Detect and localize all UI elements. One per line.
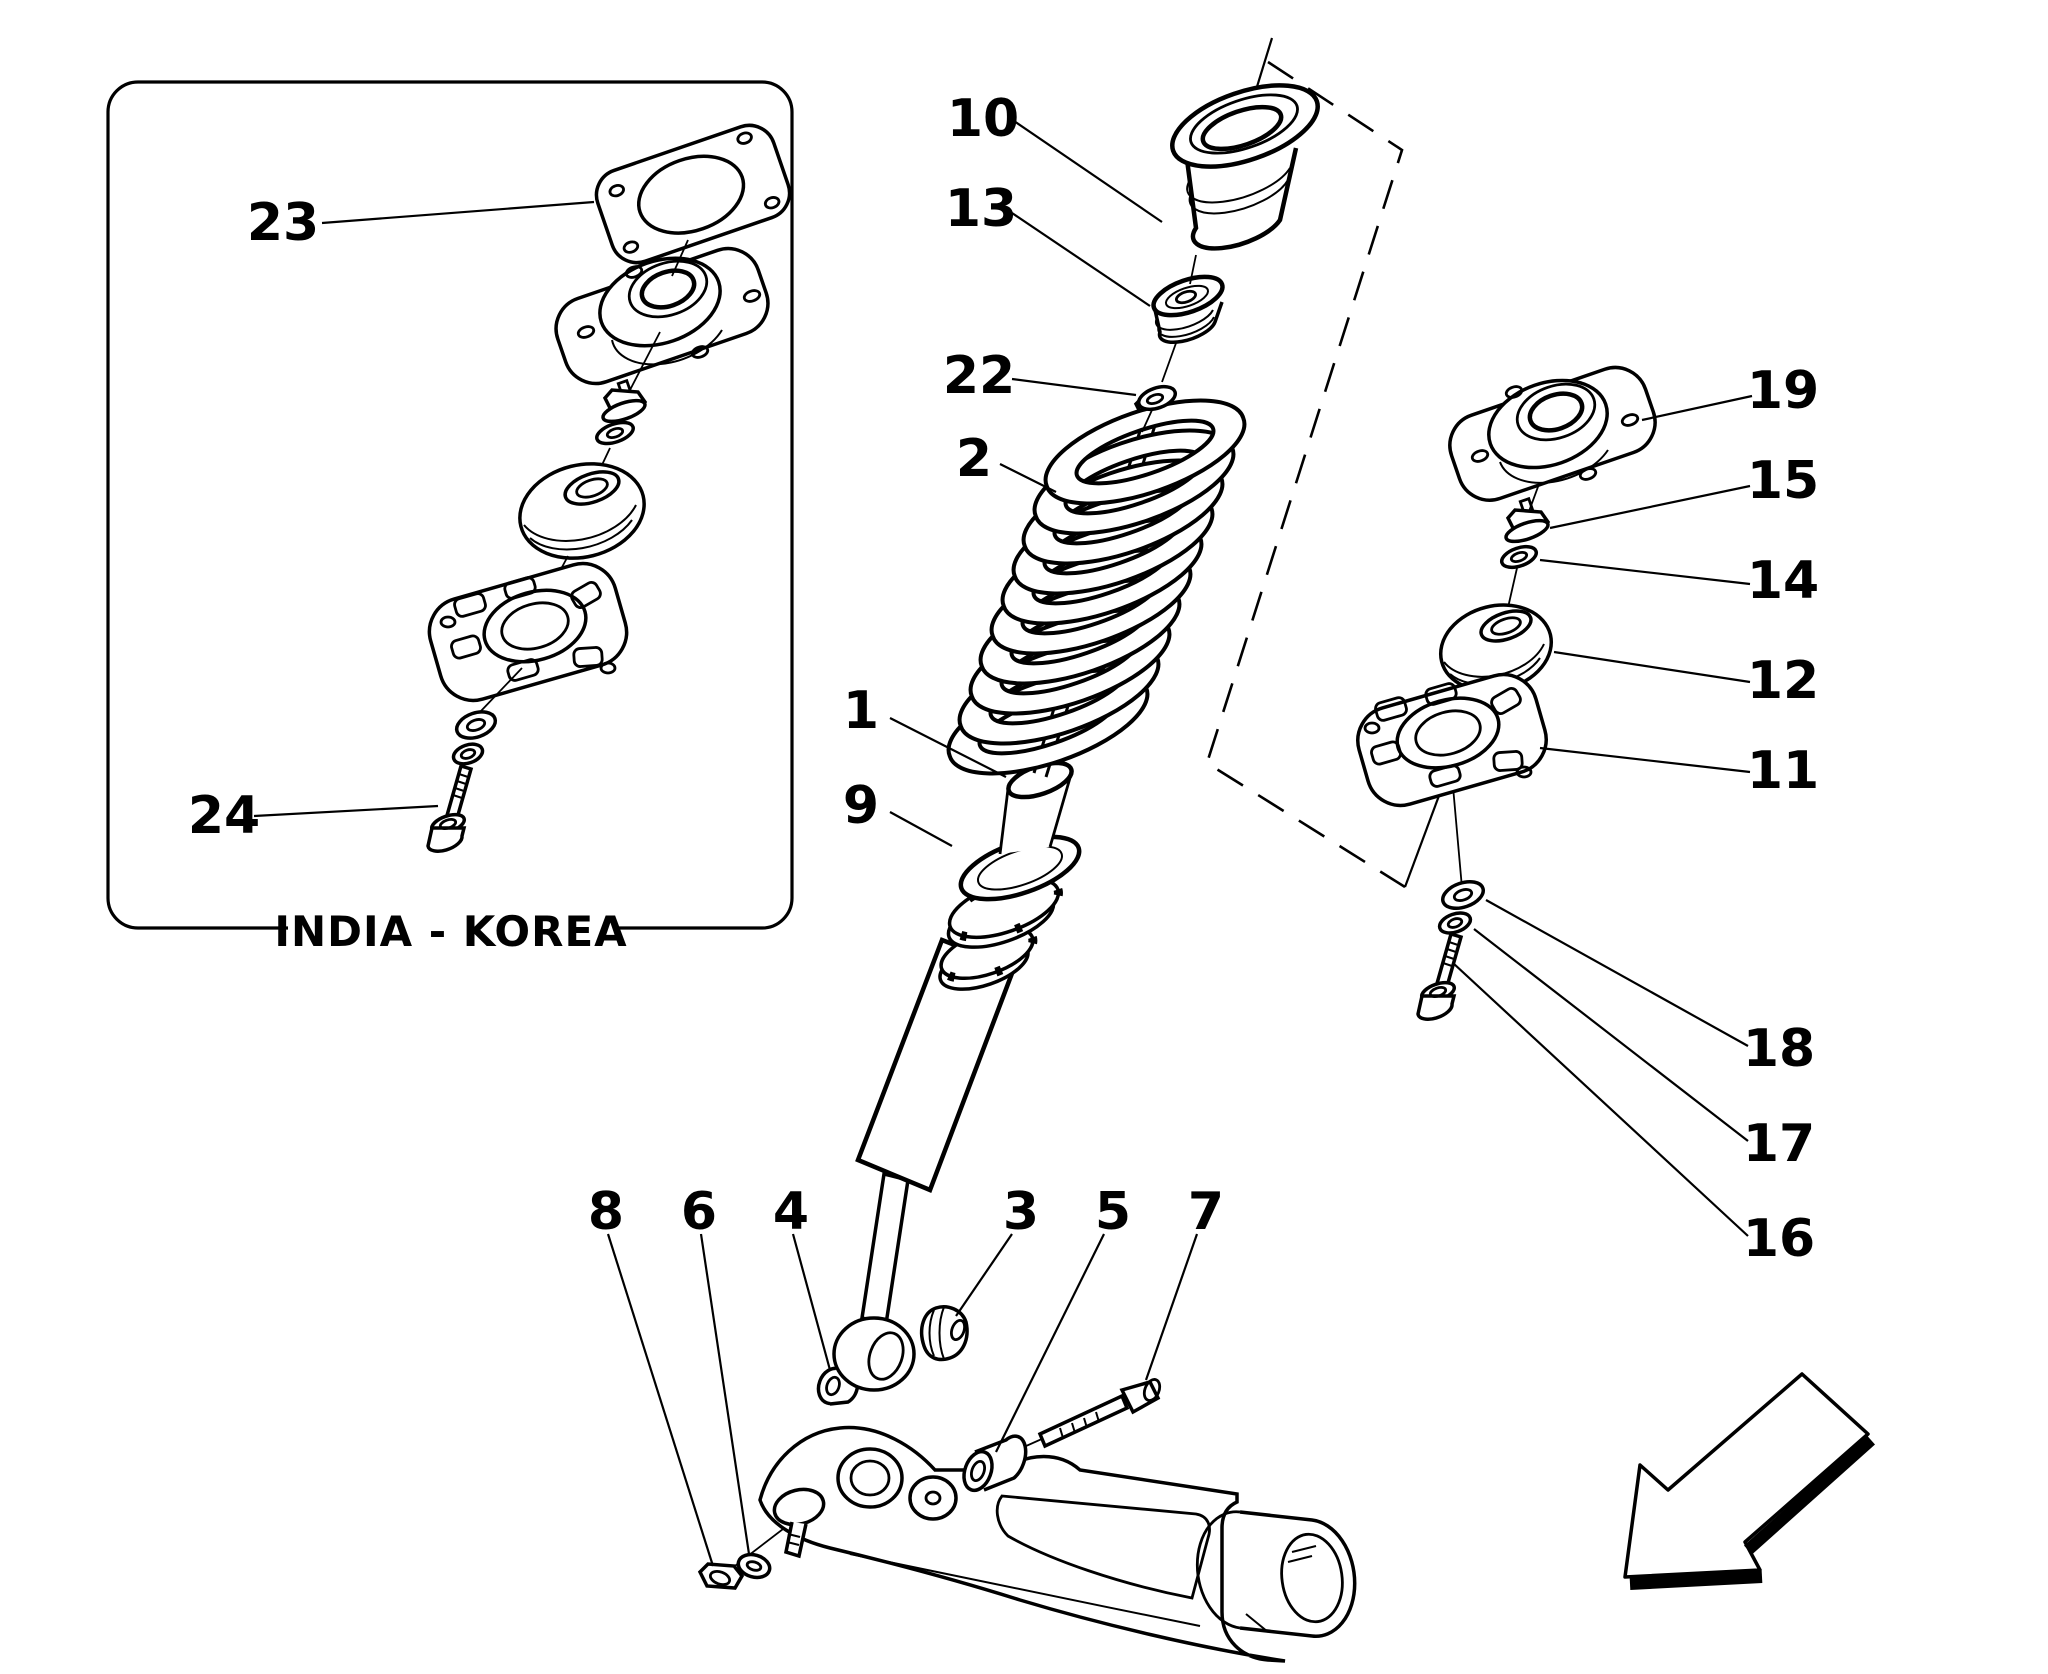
control-arm-group xyxy=(713,1404,1357,1663)
axis-line xyxy=(629,331,661,391)
part-flange-plate-11 xyxy=(1356,672,1548,808)
callout-18: 18 xyxy=(1743,1019,1815,1079)
control-arm-sleeve xyxy=(1195,1510,1357,1638)
part-nut-15 xyxy=(1504,496,1551,544)
control-arm-inner-contour xyxy=(849,1553,1201,1627)
shock-lower-rod xyxy=(860,1171,910,1327)
part-dome-bushing-inset xyxy=(518,462,646,560)
inset-region-label: INDIA - KOREA xyxy=(274,907,627,956)
leader-line-19 xyxy=(1641,394,1753,422)
part-nut-8 xyxy=(697,1562,745,1590)
callout-7: 7 xyxy=(1188,1182,1224,1242)
callout-10: 10 xyxy=(947,89,1019,149)
callout-2: 2 xyxy=(956,429,992,489)
callout-24: 24 xyxy=(188,786,260,846)
callout-17: 17 xyxy=(1743,1114,1815,1174)
callout-3: 3 xyxy=(1003,1182,1039,1242)
callout-22: 22 xyxy=(943,346,1015,406)
callout-19: 19 xyxy=(1747,361,1819,421)
axis-line xyxy=(671,239,689,277)
inset-border-gap xyxy=(288,906,618,954)
boundary-connector-line xyxy=(1403,792,1442,888)
leader-line-23 xyxy=(321,200,595,225)
leader-line-13 xyxy=(1011,212,1151,307)
leader-line-24 xyxy=(253,804,439,818)
leader-line-16 xyxy=(1452,962,1749,1237)
part-nut-inset xyxy=(601,378,648,424)
part-washer-inset-24a xyxy=(454,710,498,740)
part-bushing-5 xyxy=(962,1434,1028,1493)
callout-15: 15 xyxy=(1747,451,1819,511)
callout-9: 9 xyxy=(843,776,879,836)
part-washer-22 xyxy=(1136,384,1178,433)
part-bolt-16 xyxy=(1416,931,1464,1021)
leader-line-10 xyxy=(1013,120,1163,223)
leader-line-8 xyxy=(606,1233,715,1567)
callout-13: 13 xyxy=(945,179,1017,239)
part-dome-bushing-12 xyxy=(1438,603,1554,693)
leader-line-2 xyxy=(999,463,1057,493)
callout-14: 14 xyxy=(1747,551,1819,611)
part-washer-18 xyxy=(1441,880,1485,910)
part-coil-spring-2 xyxy=(946,398,1247,776)
callout-12: 12 xyxy=(1747,651,1819,711)
right-assembly-group xyxy=(1356,365,1657,1021)
part-bolt-24 xyxy=(426,763,474,853)
leader-line-15 xyxy=(1549,484,1751,530)
leader-line-6 xyxy=(699,1233,751,1555)
leader-line-11 xyxy=(1539,746,1751,774)
leader-lines xyxy=(606,120,1753,1567)
shock-spring-seat-collars xyxy=(936,834,1082,991)
callout-8: 8 xyxy=(588,1182,624,1242)
part-gasket-23 xyxy=(594,123,792,265)
callout-4: 4 xyxy=(773,1182,809,1242)
leader-line-18 xyxy=(1485,899,1749,1047)
callout-23: 23 xyxy=(247,193,319,253)
control-arm-window xyxy=(995,1494,1211,1600)
callout-1: 1 xyxy=(843,681,879,741)
inset-box-group: 23 24 INDIA - KOREA xyxy=(106,80,794,956)
part-strut-mount-19 xyxy=(1448,365,1657,502)
part-washer-14 xyxy=(1499,544,1539,570)
callout-11: 11 xyxy=(1747,741,1819,801)
leader-line-17 xyxy=(1473,928,1749,1142)
part-bushing-10 xyxy=(1170,83,1320,285)
part-washer-17 xyxy=(1437,911,1473,935)
callout-labels: 10 13 22 2 1 9 8 6 4 3 5 7 19 15 14 12 1… xyxy=(588,89,1819,1269)
leader-line-5 xyxy=(995,1233,1105,1453)
part-washer-inset-upper xyxy=(595,420,635,446)
leader-line-22 xyxy=(1011,377,1137,397)
part-strut-mount-inset xyxy=(554,246,770,386)
part-flange-plate-inset xyxy=(427,561,629,703)
callout-16: 16 xyxy=(1743,1209,1815,1269)
part-balljoint-stud xyxy=(772,1487,826,1559)
leader-line-14 xyxy=(1539,558,1751,586)
leader-line-1 xyxy=(889,717,1007,778)
leader-line-7 xyxy=(1144,1233,1199,1381)
shock-absorber-group xyxy=(832,83,1320,1392)
leader-line-9 xyxy=(889,811,953,847)
part-washer-6 xyxy=(736,1552,772,1580)
callout-5: 5 xyxy=(1095,1182,1131,1242)
shock-eye-bore xyxy=(867,1331,905,1381)
part-bushing-3 xyxy=(919,1305,969,1362)
part-washer-inset-24b xyxy=(451,742,485,766)
direction-arrow-icon xyxy=(1623,1372,1875,1590)
leader-line-4 xyxy=(791,1233,832,1371)
leader-line-12 xyxy=(1553,650,1751,684)
callout-6: 6 xyxy=(681,1182,717,1242)
part-bolt-7 xyxy=(1037,1378,1162,1449)
leader-line-3 xyxy=(955,1233,1013,1317)
axis-line xyxy=(479,667,523,713)
control-arm-boss xyxy=(836,1447,958,1521)
part-plug-13 xyxy=(1151,274,1225,383)
